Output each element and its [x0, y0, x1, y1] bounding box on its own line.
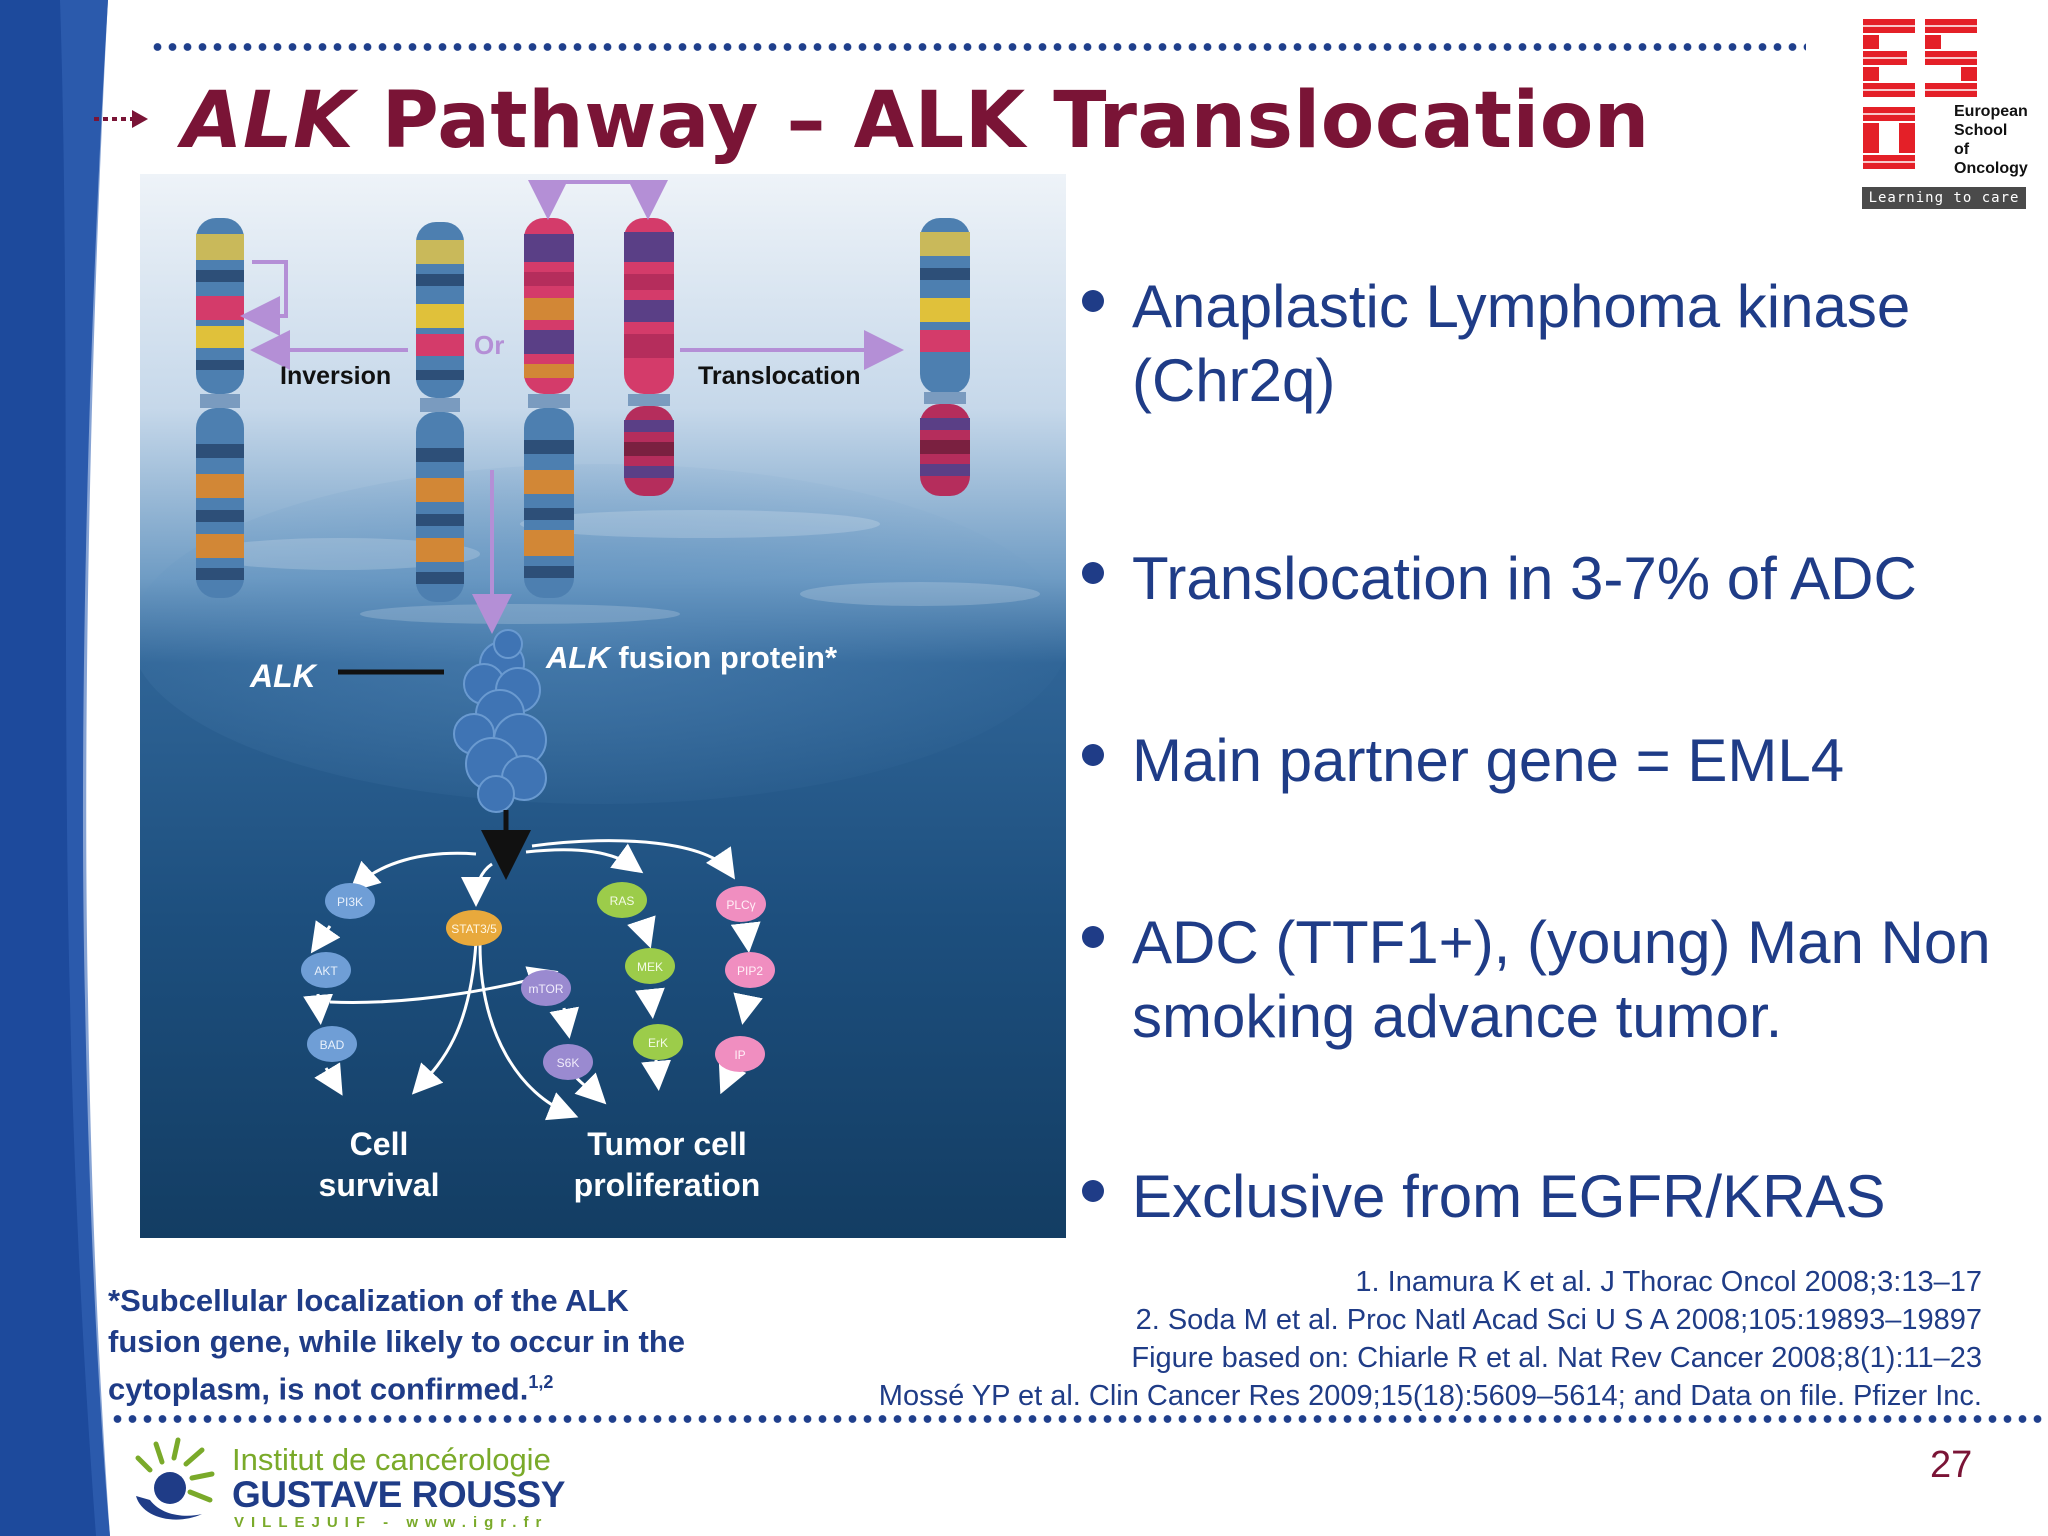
fusion-protein-icon [453, 629, 547, 813]
node-pi3k-label: PI3K [337, 895, 363, 909]
node-ras-label: RAS [610, 894, 635, 908]
bullet-text: ADC (TTF1+), (young) Man Non smoking adv… [1132, 909, 1991, 1050]
label-translocation: Translocation [698, 362, 861, 390]
bottom-dotted-rule [110, 1414, 2048, 1424]
chromosome-2 [416, 222, 464, 602]
title-italic-part: ALK [182, 76, 355, 166]
label-alk: ALK [250, 658, 316, 694]
bullet-dot-icon [1082, 744, 1104, 766]
pathway-illustration: PI3K STAT3/5 RAS PLCγ AKT mTOR MEK PIP2 … [130, 174, 1070, 1238]
bullet-text: Anaplastic Lymphoma kinase (Chr2q) [1132, 273, 1911, 414]
label-tumor-line: Tumor cell [587, 1126, 747, 1162]
eso-name-line: of [1954, 141, 1970, 158]
label-cell-survival-line: survival [318, 1167, 440, 1203]
label-inversion: Inversion [280, 362, 392, 390]
node-ras: RAS [597, 882, 647, 918]
label-cell-survival: Cell survival [274, 1124, 484, 1206]
label-fusion-rest: fusion protein* [609, 640, 838, 675]
references: 1. Inamura K et al. J Thorac Oncol 2008;… [879, 1263, 1982, 1415]
chromosome-3 [524, 218, 574, 598]
reference-line: Mossé YP et al. Clin Cancer Res 2009;15(… [878, 1380, 1982, 1412]
reference-line: 2. Soda M et al. Proc Natl Acad Sci U S … [1135, 1304, 1982, 1336]
node-pip2-label: PIP2 [737, 964, 763, 978]
node-s6k-label: S6K [557, 1056, 580, 1070]
top-dotted-rule [150, 42, 1806, 52]
title-arrow-icon [94, 110, 148, 128]
chromosome-5 [920, 218, 970, 496]
bullet-text: Translocation in 3-7% of ADC [1132, 545, 1917, 612]
reference-line: Figure based on: Chiarle R et al. Nat Re… [1131, 1342, 1982, 1374]
footnote-text: *Subcellular localization of the ALK fus… [108, 1283, 686, 1407]
bullet-dot-icon [1082, 926, 1104, 948]
node-pip2: PIP2 [725, 952, 775, 988]
node-stat-label: STAT3/5 [451, 922, 497, 936]
bullet-text: Main partner gene = EML4 [1132, 727, 1845, 794]
bullet-dot-icon [1082, 562, 1104, 584]
label-fusion-italic: ALK [546, 640, 610, 675]
node-bad: BAD [307, 1026, 357, 1062]
node-mek: MEK [625, 948, 675, 984]
igr-line-institut: Institut de cancérologie [232, 1442, 551, 1477]
title-rest: Pathway – ALK Translocation [354, 76, 1650, 166]
chromosome-1 [196, 218, 244, 598]
bullet-text: Exclusive from EGFR/KRAS [1132, 1163, 1886, 1230]
node-mek-label: MEK [637, 960, 663, 974]
chromosome-4 [624, 218, 674, 496]
node-mtor-label: mTOR [528, 982, 563, 996]
label-or: Or [474, 330, 505, 360]
reference-line: 1. Inamura K et al. J Thorac Oncol 2008;… [1355, 1266, 1982, 1298]
eso-tagline: Learning to care [1862, 187, 2026, 209]
node-stat: STAT3/5 [446, 910, 502, 946]
eso-name: European School of Oncology [1954, 102, 2028, 178]
left-sidebar-band [0, 0, 110, 1536]
node-akt-label: AKT [314, 964, 338, 978]
bullet-dot-icon [1082, 1180, 1104, 1202]
label-fusion-protein: ALK fusion protein* [546, 640, 837, 676]
eso-logo [1861, 17, 1979, 171]
page-number: 27 [1930, 1444, 1973, 1486]
label-tumor-line: proliferation [573, 1167, 761, 1203]
node-ip-label: IP [734, 1048, 745, 1062]
footnote-superscript: 1,2 [528, 1372, 554, 1392]
gustave-roussy-logo-icon [135, 1437, 215, 1520]
igr-line-name: GUSTAVE ROUSSY [232, 1474, 565, 1515]
node-plc: PLCγ [716, 886, 766, 922]
node-bad-label: BAD [320, 1038, 345, 1052]
node-akt: AKT [301, 952, 351, 988]
node-mtor: mTOR [521, 970, 571, 1006]
eso-name-line: European [1954, 103, 2028, 120]
node-erk-label: ErK [648, 1036, 668, 1050]
node-erk: ErK [633, 1024, 683, 1060]
eso-name-line: School [1954, 122, 2008, 139]
node-pi3k: PI3K [325, 883, 375, 919]
node-plc-label: PLCγ [726, 898, 755, 912]
figure-footnote: *Subcellular localization of the ALK fus… [108, 1280, 708, 1409]
eso-name-line: Oncology [1954, 160, 2028, 177]
bullet-dot-icon [1082, 290, 1104, 312]
alk-pathway-figure: PI3K STAT3/5 RAS PLCγ AKT mTOR MEK PIP2 … [130, 174, 1070, 1238]
label-cell-survival-line: Cell [349, 1126, 409, 1162]
label-tumor-proliferation: Tumor cell proliferation [540, 1124, 794, 1206]
node-ip: IP [715, 1036, 765, 1072]
slide-title: ALK Pathway – ALK Translocation [182, 76, 1650, 166]
igr-line-url: VILLEJUIF - www.igr.fr [234, 1514, 549, 1531]
node-s6k: S6K [543, 1044, 593, 1080]
